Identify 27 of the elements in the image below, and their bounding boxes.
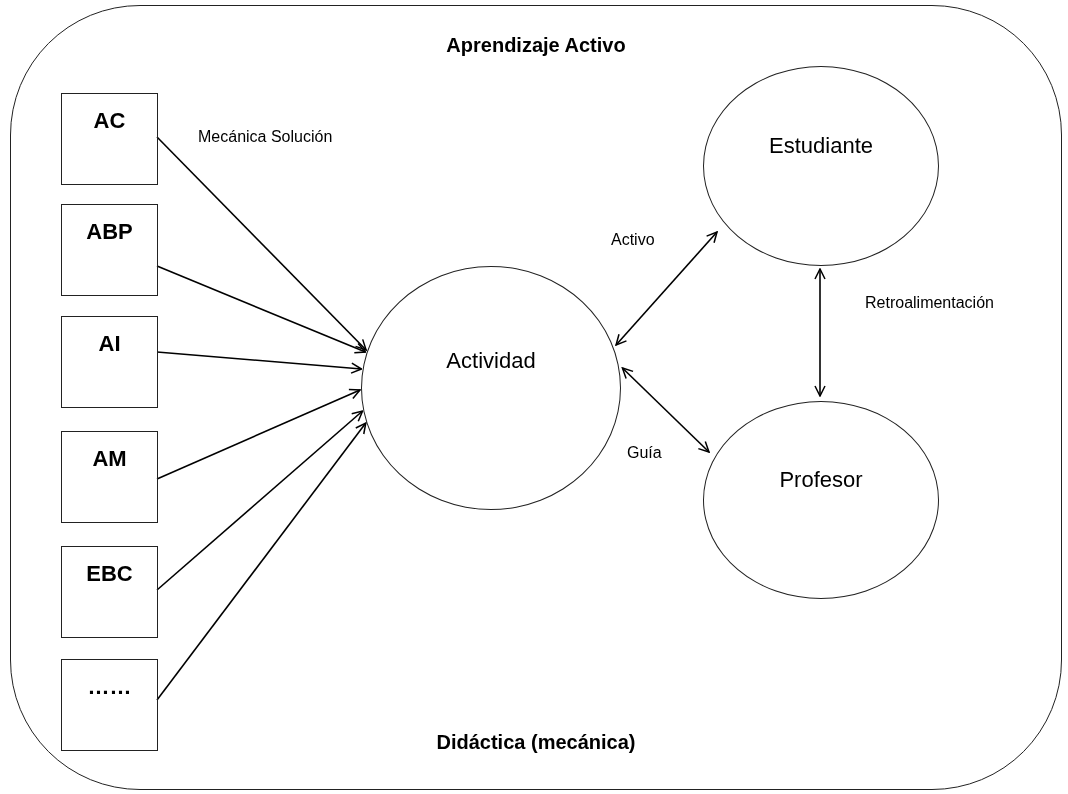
- arrow: [156, 351, 363, 374]
- heading: Aprendizaje Activo: [446, 34, 626, 57]
- node-label: Profesor: [779, 467, 863, 494]
- rounded-frame: [10, 5, 1062, 790]
- arrow: [615, 231, 718, 346]
- arrow: [156, 388, 361, 480]
- node-label: Actividad: [446, 347, 536, 374]
- box-label: AC: [93, 108, 126, 134]
- box-label: EBC: [86, 561, 133, 587]
- arrow: [621, 367, 710, 453]
- node-label: Estudiante: [769, 133, 873, 159]
- arrow: [156, 422, 367, 701]
- box-label: ABP: [86, 219, 133, 245]
- process-box: [61, 93, 158, 185]
- box-label: AM: [92, 446, 127, 472]
- box-label: AI: [98, 331, 121, 357]
- process-box: [61, 431, 158, 523]
- arrow: [814, 268, 826, 397]
- heading: Didáctica (mecánica): [436, 731, 636, 754]
- process-box: [61, 316, 158, 408]
- process-box: [61, 659, 158, 751]
- box-label: ……: [87, 674, 132, 700]
- arrow: [156, 136, 367, 351]
- process-box: [61, 546, 158, 638]
- arrow: [156, 410, 364, 591]
- process-box: [61, 204, 158, 296]
- arrow: [156, 265, 367, 354]
